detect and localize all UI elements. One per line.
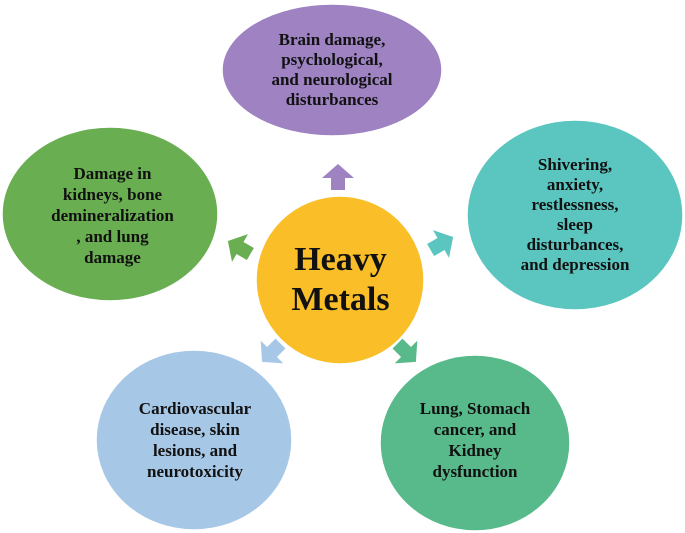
node-left-line: demineralization <box>51 205 174 225</box>
center-label: Heavy Metals <box>258 210 423 350</box>
node-right-label: Shivering, anxiety, restlessness, sleep … <box>495 140 655 290</box>
node-right-ellipse <box>466 119 684 311</box>
arrow-to-left <box>227 234 254 262</box>
node-top-ellipse <box>221 3 443 137</box>
node-right-line: sleep <box>557 215 593 234</box>
node-bottom-right-line: dysfunction <box>432 462 518 481</box>
node-top-line: and neurological <box>271 70 393 89</box>
node-bottom-left-line: neurotoxicity <box>146 462 243 481</box>
node-bottom-left-label: Cardiovascular disease, skin lesions, an… <box>110 375 280 505</box>
node-bottom-right-line: cancer, and <box>433 420 517 439</box>
node-bottom-right-label: Lung, Stomach cancer, and Kidney dysfunc… <box>395 380 555 500</box>
node-left-label: Damage in kidneys, bone demineralization… <box>20 150 205 280</box>
arrow-to-bottom-right <box>392 338 418 364</box>
node-left-line: , and lung <box>76 226 149 246</box>
node-bottom-right-line: Kidney <box>448 441 502 460</box>
node-left-ellipse <box>1 126 219 302</box>
center-circle <box>255 195 425 365</box>
node-left-line: Damage in <box>73 163 152 183</box>
node-bottom-left-line: disease, skin <box>150 420 240 439</box>
node-left-line: kidneys, bone <box>62 184 163 204</box>
node-bottom-left-ellipse <box>95 349 293 531</box>
node-right-line: disturbances, <box>526 235 624 254</box>
node-top-line: psychological, <box>281 50 383 69</box>
center-line: Heavy <box>294 241 387 278</box>
node-bottom-left-line: lesions, and <box>152 441 238 460</box>
node-bottom-right-ellipse <box>379 354 571 532</box>
node-right-line: anxiety, <box>546 175 604 194</box>
arrow-to-right <box>427 230 454 258</box>
node-right-line: Shivering, <box>537 155 613 174</box>
node-top-line: disturbances <box>285 90 379 109</box>
node-top-label: Brain damage, psychological, and neurolo… <box>244 20 420 120</box>
node-bottom-left-line: Cardiovascular <box>138 399 252 418</box>
node-left-line: damage <box>84 247 141 267</box>
arrow-to-top <box>322 164 354 190</box>
node-right-line: and depression <box>520 255 630 274</box>
center-line: Metals <box>291 281 390 318</box>
node-top-line: Brain damage, <box>278 30 386 49</box>
node-right-line: restlessness, <box>531 195 619 214</box>
arrow-to-bottom-left <box>260 338 286 364</box>
node-bottom-right-line: Lung, Stomach <box>419 399 531 418</box>
